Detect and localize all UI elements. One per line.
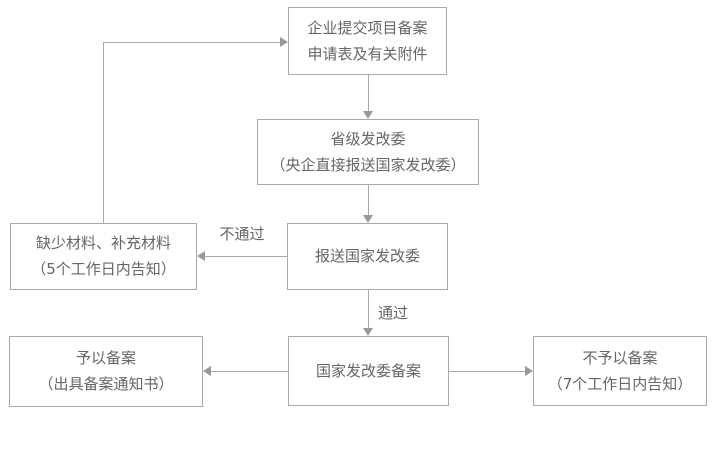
node-enterprise-submit: 企业提交项目备案 申请表及有关附件	[288, 7, 447, 75]
node-text-line: 申请表及有关附件	[307, 44, 428, 63]
node-text-line: （5个工作日内告知）	[31, 260, 176, 278]
edge-label-fail: 不通过	[219, 225, 265, 243]
arrowhead-down-icon	[363, 215, 373, 223]
connector-report-to-filing	[368, 290, 369, 329]
connector-missing-to-submit-vertical	[103, 42, 104, 223]
arrowhead-left-icon	[197, 251, 205, 261]
node-text-line: 省级发改委	[330, 129, 406, 148]
arrowhead-down-icon	[363, 111, 373, 119]
arrowhead-right-icon	[280, 37, 288, 47]
edge-label-pass: 通过	[378, 304, 409, 322]
connector-filing-to-rejected	[449, 371, 526, 372]
node-text-line: 企业提交项目备案	[307, 18, 428, 37]
node-rejected-filing: 不予以备案 （7个工作日内告知）	[533, 336, 707, 406]
node-text-line: （出具备案通知书）	[38, 375, 174, 393]
node-missing-materials: 缺少材料、补充材料 （5个工作日内告知）	[10, 223, 197, 290]
node-provincial-ndrc: 省级发改委 （央企直接报送国家发改委）	[257, 119, 479, 185]
node-text-line: 予以备案	[75, 349, 136, 367]
node-text-line: 不予以备案	[582, 348, 658, 367]
connector-submit-to-provincial	[368, 75, 369, 112]
node-approved-filing: 予以备案 （出具备案通知书）	[9, 336, 203, 407]
node-text-line: （7个工作日内告知）	[547, 374, 693, 393]
node-text-line: 国家发改委备案	[315, 361, 421, 380]
arrowhead-right-icon	[525, 366, 533, 376]
node-report-to-ndrc: 报送国家发改委	[287, 223, 448, 290]
node-text-line: 缺少材料、补充材料	[35, 234, 171, 252]
node-text-line: （央企直接报送国家发改委）	[270, 155, 466, 174]
node-text-line: 报送国家发改委	[314, 247, 420, 265]
arrowhead-left-icon	[203, 366, 211, 376]
node-ndrc-filing: 国家发改委备案	[288, 336, 449, 406]
connector-provincial-to-report	[368, 185, 369, 216]
connector-report-to-missing	[205, 256, 287, 257]
arrowhead-down-icon	[363, 328, 373, 336]
connector-missing-to-submit-horizontal	[103, 42, 281, 43]
connector-filing-to-approved	[211, 371, 288, 372]
